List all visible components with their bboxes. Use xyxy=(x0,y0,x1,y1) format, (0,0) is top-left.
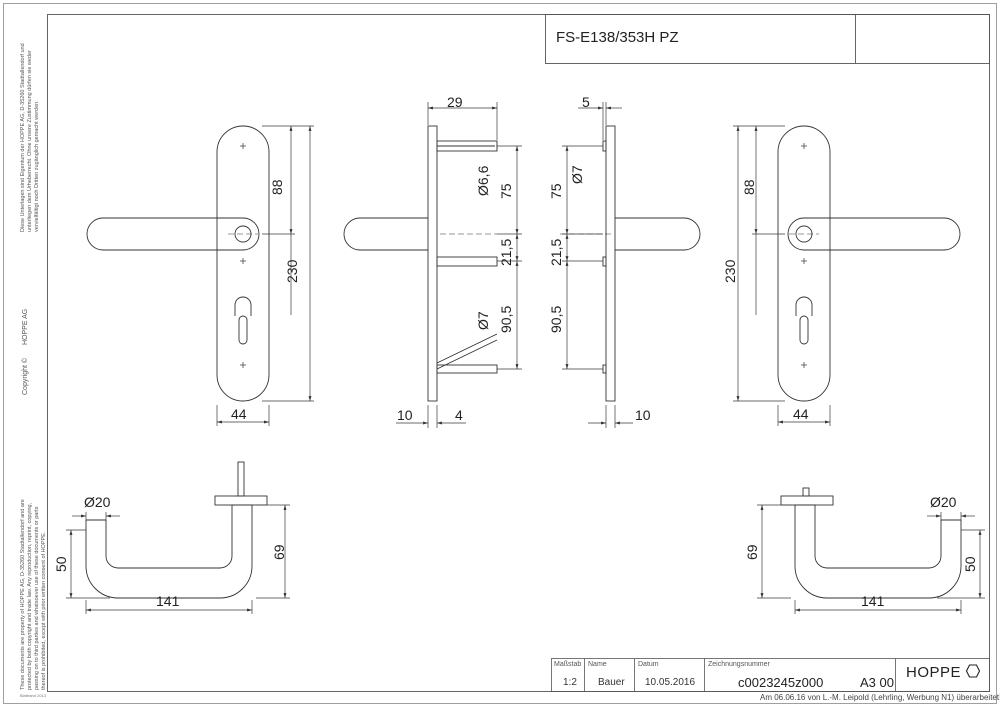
dim-plan-right-50: 50 xyxy=(962,556,978,572)
title-box xyxy=(545,14,990,64)
value-drawing-no: c0023245z000 xyxy=(738,675,824,690)
dim-side-right-21-5: 21,5 xyxy=(548,238,564,266)
plan-view-right xyxy=(780,487,962,599)
dim-side-left-10: 10 xyxy=(397,407,413,423)
outer-border xyxy=(3,3,997,704)
dim-plan-right-diameter: Ø20 xyxy=(930,494,957,510)
front-view-left xyxy=(86,125,270,402)
dim-side-right-90-5: 90,5 xyxy=(548,305,564,333)
dim-side-right-75: 75 xyxy=(548,183,564,199)
drawing-title: FS-E138/353H PZ xyxy=(556,29,679,46)
dim-side-left-bore-upper: Ø6,6 xyxy=(475,165,491,196)
label-name: Name xyxy=(588,661,607,668)
revision-note: Am 06.06.16 von L.-M. Leipold (Lehrling,… xyxy=(760,693,1000,702)
hoppe-logo-text: HOPPE xyxy=(906,664,962,681)
dim-side-right-bore: Ø7 xyxy=(569,165,585,184)
legal-text-en: These documents are property of HOPPE AG… xyxy=(20,499,47,690)
dim-front-right-88: 88 xyxy=(741,179,757,195)
dim-front-right-230: 230 xyxy=(722,259,738,283)
plan-view-left xyxy=(85,461,268,599)
hoppe-hexagon-icon xyxy=(965,664,980,678)
legal-text-de: Diese Unterlagen sind Eigentum der HOPPE… xyxy=(20,43,40,232)
company-name: HOPPE AG xyxy=(22,308,29,345)
value-name: Bauer xyxy=(598,677,625,688)
margin-small-note: Blattrand 2013 xyxy=(20,693,47,698)
dim-plan-left-141: 141 xyxy=(156,593,180,609)
dim-side-right-5: 5 xyxy=(582,94,590,110)
label-date: Datum xyxy=(638,661,659,668)
dim-front-right-44: 44 xyxy=(793,406,809,422)
drawing-frame xyxy=(47,14,990,692)
dim-side-left-bore-lower: Ø7 xyxy=(475,311,491,330)
copyright-label: Copyright © xyxy=(22,357,29,395)
front-view-right xyxy=(777,125,961,402)
dim-side-left-29: 29 xyxy=(447,94,463,110)
dim-plan-left-50: 50 xyxy=(53,556,69,572)
dim-front-left-230: 230 xyxy=(284,259,300,283)
label-drawing-no: Zeichnungsnummer xyxy=(708,661,770,668)
dim-plan-right-69: 69 xyxy=(744,544,760,560)
dim-side-left-21-5: 21,5 xyxy=(498,238,514,266)
dim-side-right-10: 10 xyxy=(635,407,651,423)
dim-plan-left-69: 69 xyxy=(271,544,287,560)
dim-side-left-4: 4 xyxy=(455,407,463,423)
dim-front-left-44: 44 xyxy=(231,406,247,422)
value-format: A3 00 xyxy=(860,675,894,690)
value-date: 10.05.2016 xyxy=(645,677,696,688)
dim-front-left-88: 88 xyxy=(269,179,285,195)
dim-plan-right-141: 141 xyxy=(861,593,885,609)
label-scale: Maßstab xyxy=(554,661,582,668)
value-scale: 1:2 xyxy=(563,677,577,688)
dim-side-left-90-5: 90,5 xyxy=(498,305,514,333)
side-view-right xyxy=(560,125,701,402)
title-block-grid xyxy=(551,658,990,692)
dim-plan-left-diameter: Ø20 xyxy=(84,494,111,510)
hoppe-logo: HOPPE xyxy=(906,664,980,681)
dim-side-left-75: 75 xyxy=(498,183,514,199)
